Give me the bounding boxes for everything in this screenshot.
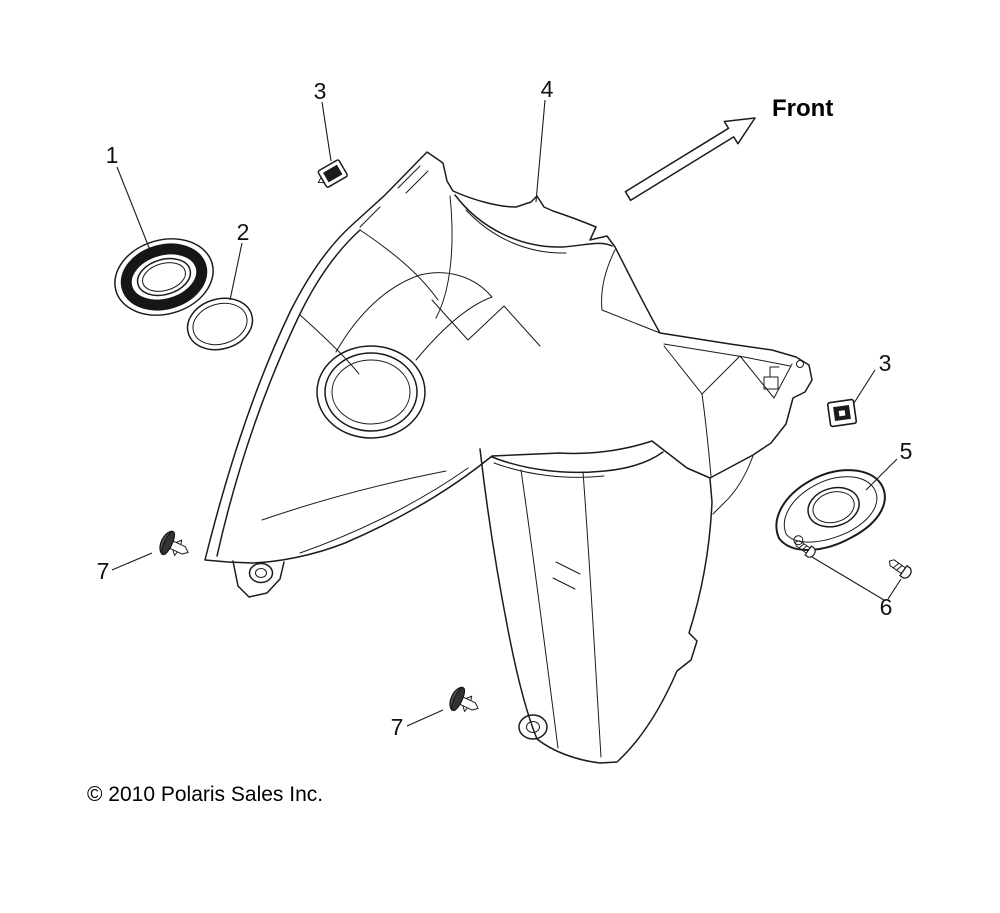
instrument-opening-rim [324,352,418,432]
side-panel-hole-outer [518,714,548,740]
callout-5: 5 [900,438,913,464]
leader-3-top [321,101,332,162]
rivet-left-head [161,531,176,556]
clip-top-part-drawing [317,159,348,188]
cover-plate-screw-hole [793,535,804,546]
instrument-opening-inner [331,359,411,425]
cover-plate-outline [775,469,886,551]
screw-b-shaft [889,559,906,575]
console-assembly-drawing [204,151,813,598]
left-face-crease [299,314,360,375]
side-panel-tick-marks [552,561,581,590]
pod-lower-inner [712,455,754,515]
clip-seat [763,376,779,390]
callout-3-top: 3 [314,78,327,104]
left-flange-tab [232,560,285,598]
interior-zigzag [431,299,541,347]
oring-inner [192,302,248,346]
cover-plate-hole-inner [812,491,855,524]
rivet-left-part-drawing [159,530,189,557]
side-panel-outline [479,448,713,764]
leader-6 [811,556,902,601]
oring-part-drawing [186,297,254,351]
grommet-inner-ring [136,257,192,297]
callout-6: 6 [880,594,893,620]
tube-end-curve [419,272,493,298]
screw-part-b-drawing [889,559,912,579]
pod-screw-boss [796,360,804,368]
top-scoop-edge [454,194,613,248]
callout-2: 2 [237,219,250,245]
screw-a-shaft [795,540,811,554]
grommet-thick-ring [120,243,208,311]
console-panel-overlap [491,451,664,474]
pod-shelf-double [663,343,791,367]
callout-7-bottom: 7 [391,714,404,740]
grommet-outer-ring [114,238,214,316]
leader-lines [111,99,902,727]
clip-right-part-drawing [826,398,858,428]
clip-top-dark-face [323,164,343,183]
top-scoop-inner [465,209,567,254]
console-panel-overlap-inner [493,462,605,478]
rivet-left-shaft [168,539,189,557]
screw-b-head [899,564,912,579]
pod-vertical-crease [701,393,712,477]
top-tab-details [359,165,429,228]
leader-5 [865,458,898,491]
leader-4 [535,99,546,203]
tube-line-right [415,296,493,361]
upper-face-crease [359,229,439,301]
grommet-part-drawing [114,238,214,316]
side-panel-hole-inner [526,721,540,733]
callout-4: 4 [541,76,554,102]
callout-3-right: 3 [879,350,892,376]
flange-hole-inner [255,568,267,578]
side-panel-crease-left [520,469,559,749]
leader-7-bottom [406,709,444,727]
instrument-opening-outer [316,345,426,439]
cover-plate-hole-outer [807,486,860,528]
left-flange-inner-edge [216,229,361,557]
side-panel-crease-right [582,471,602,758]
flange-hole-outer [248,562,274,584]
copyright-text: © 2010 Polaris Sales Inc. [87,783,323,806]
grommet-bore [142,262,186,292]
front-direction-indicator: Front [624,95,833,202]
leader-2 [229,242,243,301]
mid-pillar-crease [435,195,453,319]
front-label: Front [772,95,833,122]
rivet-bottom-head [451,687,466,712]
clip-top-hook [317,176,325,184]
callout-1: 1 [106,142,119,168]
rivet-bottom-part-drawing [449,686,479,713]
pod-zigzag [663,345,793,399]
ledge-crease [261,470,447,521]
oring-outer [186,297,254,351]
screw-a-head [804,545,816,558]
clip-seat-flag [769,366,780,378]
screw-part-a-drawing [795,540,816,558]
leader-7-left [111,552,153,571]
callout-7-left: 7 [97,558,110,584]
leader-1 [116,166,151,251]
cover-plate-part-drawing [775,469,886,551]
bottom-sweep-crease [299,467,469,554]
side-panel-drawing [479,448,713,764]
clip-right-square-hole [838,410,846,417]
tube-line-left [335,274,421,353]
cover-plate-inner-line [783,476,878,543]
console-outline-path [204,151,813,564]
leader-3-right [853,369,876,404]
front-arrow-icon [624,117,756,202]
right-face-crease [601,249,661,334]
rivet-bottom-shaft [458,695,479,713]
